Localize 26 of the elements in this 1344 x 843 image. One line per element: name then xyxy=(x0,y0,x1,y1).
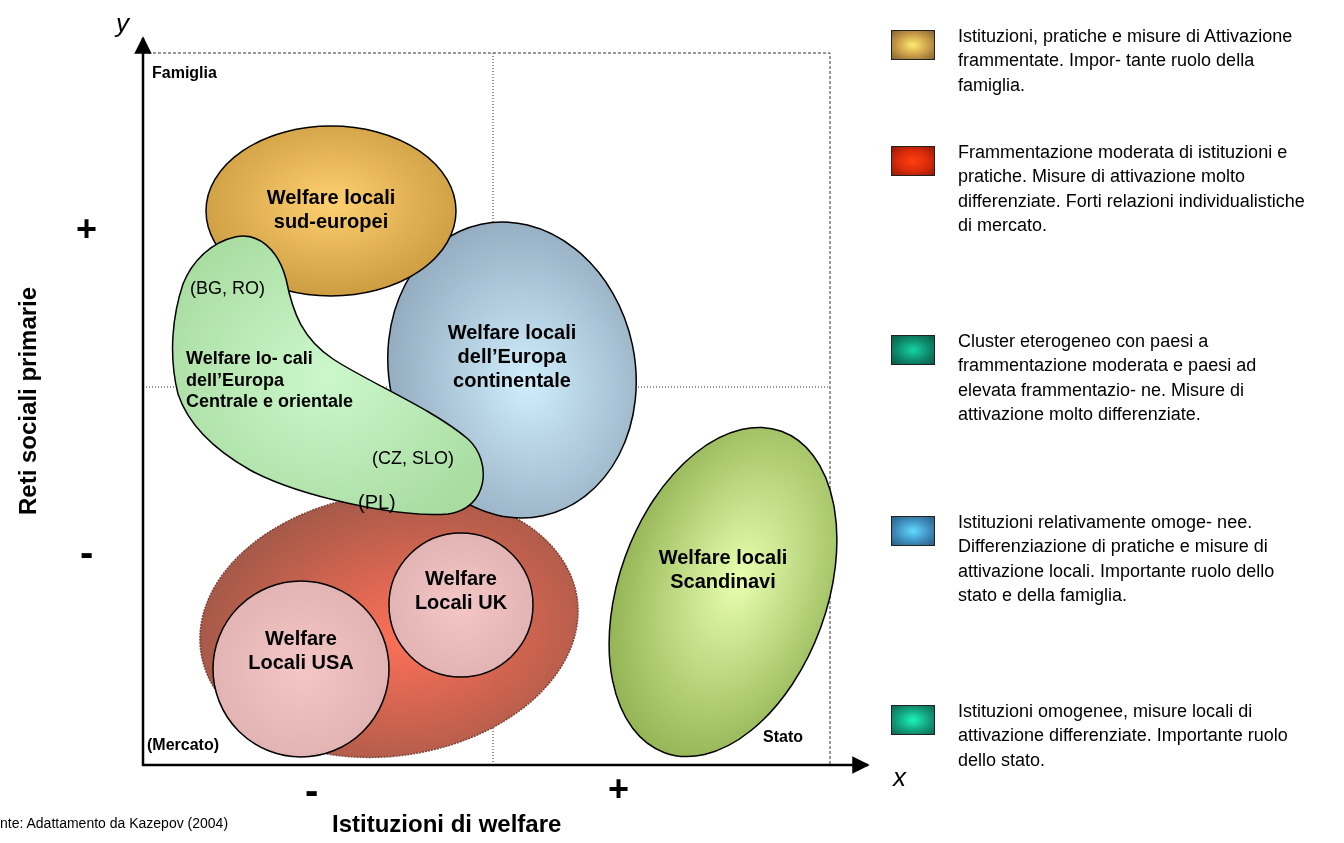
scale-sign: - xyxy=(80,530,94,575)
cluster-label: Welfare locali sud-europei xyxy=(265,185,397,233)
axis-title: Reti sociali primarie xyxy=(14,286,42,515)
legend-text: Istituzioni omogenee, misure locali di attivazione differenziate. Importante ruolo dello stato. xyxy=(958,700,1289,772)
source-note: nte: Adattamento da Kazepov (2004) xyxy=(0,815,229,831)
cluster-label: Welfare lo- cali dell’Europa Centrale e orientale xyxy=(186,348,355,413)
axis-label: x xyxy=(893,762,906,793)
corner-label: Famiglia xyxy=(152,64,217,82)
cluster-label: (CZ, SLO) xyxy=(372,448,455,470)
cluster-label: (BG, RO) xyxy=(190,278,266,300)
scale-sign: - xyxy=(305,768,319,813)
cluster-label: Welfare Locali USA xyxy=(247,626,355,674)
scale-sign: + xyxy=(608,768,630,810)
cluster-label: Welfare Locali UK xyxy=(413,566,509,614)
corner-label: Stato xyxy=(763,728,803,746)
cluster-label: Welfare locali Scandinavi xyxy=(657,545,789,593)
cluster-label: Welfare locali dell’Europa continentale xyxy=(446,320,578,392)
legend-text: Cluster eterogeneo con paesi a frammentazione moderata e paesi ad elevata frammentazio- ne. Misure di attivazione molto differenziate. xyxy=(958,330,1258,427)
legend-text: Istituzioni, pratiche e misure di Attivazione frammentate. Impor- tante ruolo della famiglia. xyxy=(958,25,1294,97)
cluster-label: (PL) xyxy=(358,490,397,514)
axis-label: y xyxy=(116,8,129,39)
legend-text: Istituzioni relativamente omoge- nee. Differenziazione di pratiche e misure di attivazione locali. Importante ruolo dello stato e della famiglia. xyxy=(958,511,1276,608)
corner-label: (Mercato) xyxy=(147,736,219,754)
scale-sign: + xyxy=(76,208,98,250)
axis-title: Istituzioni di welfare xyxy=(332,810,562,838)
legend-text: Frammentazione moderata di istituzioni e pratiche. Misure di attivazione molto differenziate. Forti relazioni individualistiche di mercato. xyxy=(958,141,1306,238)
